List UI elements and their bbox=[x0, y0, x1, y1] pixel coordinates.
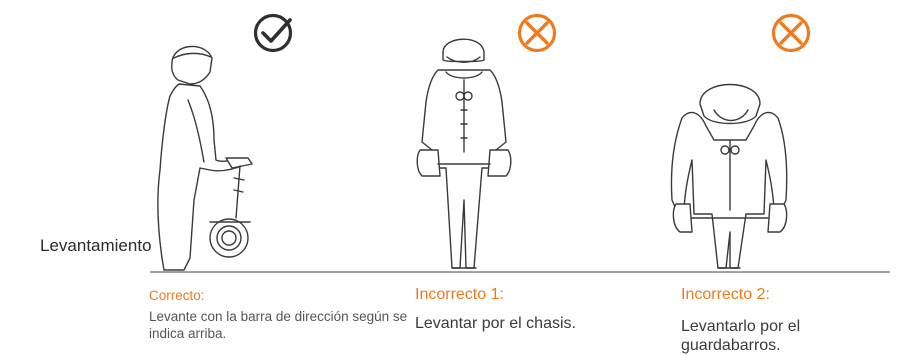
caption-incorrect-1-text: Levantar por el chasis. bbox=[415, 315, 576, 332]
section-label: Levantamiento bbox=[40, 236, 152, 255]
person-correct-figure bbox=[157, 45, 253, 271]
cross-circle-icon bbox=[771, 13, 811, 53]
person-incorrect-2-figure bbox=[670, 83, 788, 269]
caption-correct-title: Correcto: bbox=[149, 288, 205, 303]
caption-incorrect-2-title: Incorrecto 2: bbox=[681, 286, 770, 303]
caption-incorrect-1-title: Incorrecto 1: bbox=[415, 286, 504, 303]
check-circle-icon bbox=[253, 13, 293, 53]
caption-incorrect-2-text: Levantarlo por el guardabarros. bbox=[681, 318, 801, 354]
cross-circle-icon bbox=[517, 13, 557, 53]
caption-correct-text: Levante con la barra de dirección según … bbox=[149, 309, 408, 341]
person-incorrect-1-figure bbox=[416, 38, 512, 269]
